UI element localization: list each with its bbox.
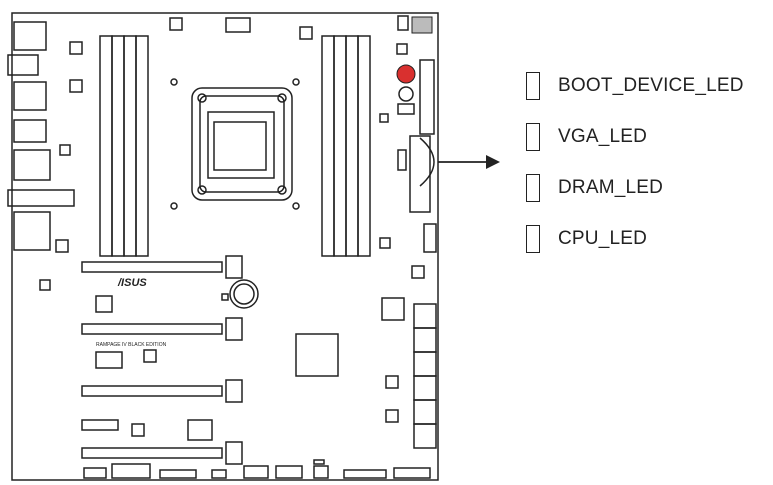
small-component [411, 265, 425, 279]
led-indicator-icon [526, 174, 540, 202]
header-strip [419, 59, 435, 135]
component [143, 349, 157, 363]
header-strip [423, 223, 437, 253]
bottom-header [275, 465, 303, 479]
component [187, 419, 213, 441]
slot-latch [225, 441, 243, 465]
io-port [13, 211, 51, 251]
pcie-slot-short [81, 419, 119, 431]
power-button [398, 86, 414, 102]
small-component [299, 26, 313, 40]
chipset [295, 333, 339, 377]
sata-port [413, 375, 437, 401]
board-outline [11, 12, 439, 481]
bottom-header [343, 469, 387, 479]
legend-item-vga-led: VGA_LED [526, 123, 771, 174]
cmos-battery [229, 279, 259, 309]
small-chip [379, 113, 389, 123]
io-port [13, 21, 47, 51]
cpu-socket [170, 78, 300, 210]
bottom-header [211, 469, 227, 479]
bottom-header [393, 467, 431, 479]
led-legend: BOOT_DEVICE_LED VGA_LED DRAM_LED CPU_LED [526, 72, 771, 276]
slot-latch [225, 317, 243, 341]
io-port [13, 81, 47, 111]
atx-power-connector [409, 135, 431, 213]
dimm-slot-right [333, 35, 347, 257]
legend-item-dram-led: DRAM_LED [526, 174, 771, 225]
dimm-slot-left [99, 35, 113, 257]
small-component [69, 79, 83, 93]
top-gray-chip [411, 16, 433, 34]
bottom-header [111, 463, 151, 479]
sata-port [413, 399, 437, 425]
io-small [59, 144, 71, 156]
led-label: CPU_LED [558, 228, 648, 249]
pcie-slot [81, 447, 223, 459]
sata-port [413, 303, 437, 329]
power-connector-top [225, 17, 251, 33]
led-group-bracket [419, 137, 435, 187]
sata-port [413, 423, 437, 449]
dimm-slot-left [111, 35, 125, 257]
small-chip [397, 149, 407, 171]
legend-item-boot-device-led: BOOT_DEVICE_LED [526, 72, 771, 123]
small-component [69, 41, 83, 55]
dimm-slot-right [357, 35, 371, 257]
reset-button [396, 64, 416, 84]
small-component [396, 43, 408, 55]
small-component [385, 409, 399, 423]
component [221, 293, 229, 301]
dimm-slot-left [135, 35, 149, 257]
brand-logo: /ISUS [117, 277, 147, 289]
top-right-chip [397, 15, 409, 31]
bottom-header [159, 469, 197, 479]
bottom-small-header [313, 459, 325, 465]
io-port [7, 54, 39, 76]
component [131, 423, 145, 437]
led-label: VGA_LED [558, 126, 648, 147]
led-indicator-icon [526, 225, 540, 253]
led-label: BOOT_DEVICE_LED [558, 75, 744, 96]
power-connector-top [169, 17, 183, 31]
component [95, 295, 113, 313]
bottom-header [243, 465, 269, 479]
dimm-slot-right [321, 35, 335, 257]
slot-latch [225, 255, 243, 279]
small-component [379, 237, 391, 249]
pcie-slot [81, 261, 223, 273]
io-small [55, 239, 69, 253]
bottom-header [83, 467, 107, 479]
pcie-slot [81, 323, 223, 335]
led-label: DRAM_LED [558, 177, 664, 198]
led-indicator-icon [526, 72, 540, 100]
component [95, 351, 123, 369]
small-component [385, 375, 399, 389]
cmos-battery-inner [233, 283, 255, 305]
pcie-slot [81, 385, 223, 397]
slot-latch [225, 379, 243, 403]
io-port [7, 189, 75, 207]
board-model-text: RAMPAGE IV BLACK EDITION [96, 342, 167, 348]
io-port [13, 119, 47, 143]
arrow-right-icon [438, 155, 500, 169]
small-component [39, 279, 51, 291]
bottom-header [313, 465, 329, 479]
component [381, 297, 405, 321]
sata-port [413, 351, 437, 377]
led-indicator-icon [526, 123, 540, 151]
sata-port [413, 327, 437, 353]
legend-item-cpu-led: CPU_LED [526, 225, 771, 276]
io-port [13, 149, 51, 181]
debug-display [397, 103, 415, 115]
dimm-slot-left [123, 35, 137, 257]
dimm-slot-right [345, 35, 359, 257]
